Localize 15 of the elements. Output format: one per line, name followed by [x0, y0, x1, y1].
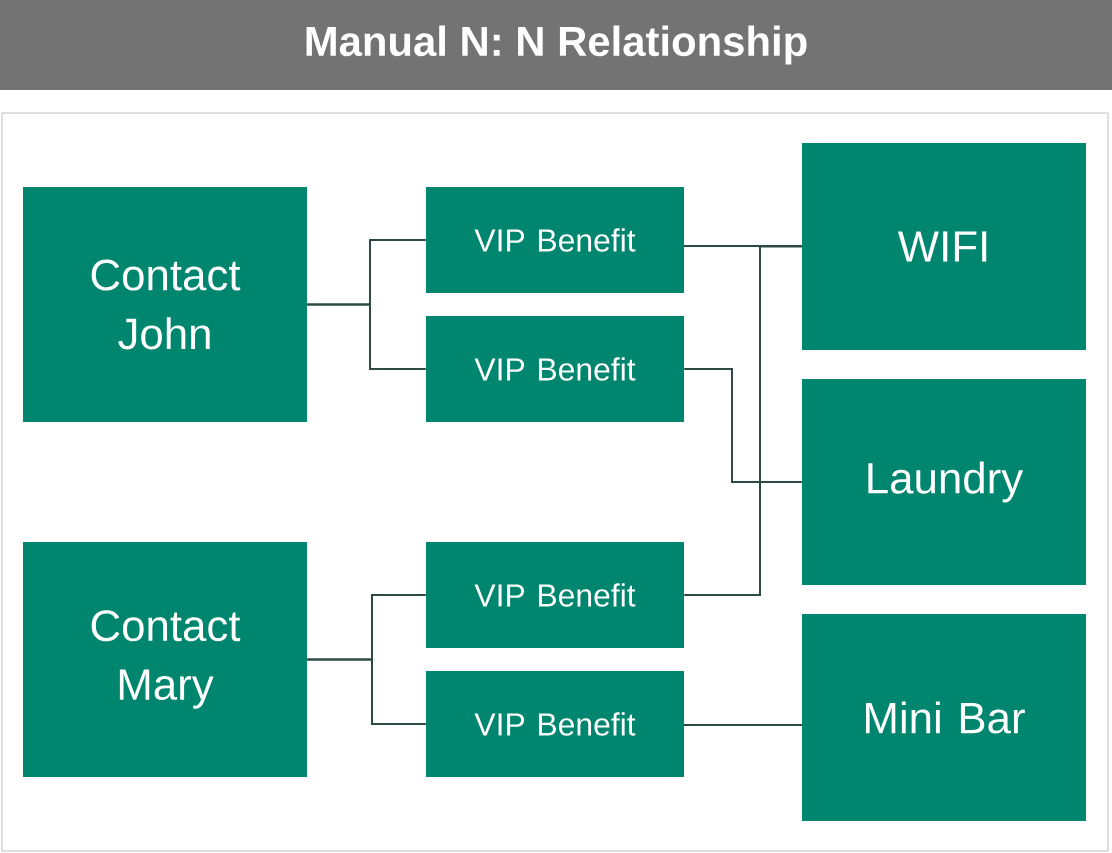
service-box: WIFI [802, 143, 1086, 350]
title-bar: Manual N: N Relationship [0, 0, 1112, 90]
contact-box: Contact Mary [23, 542, 307, 777]
contact-box: Contact John [23, 187, 307, 422]
benefit-box: VIP Benefit [426, 542, 684, 648]
connector-line [306, 303, 427, 370]
service-box: Laundry [802, 379, 1086, 585]
connector-line [683, 245, 803, 596]
connector-line [306, 658, 427, 725]
connector-line [683, 724, 803, 726]
service-box: Mini Bar [802, 614, 1086, 821]
benefit-box: VIP Benefit [426, 671, 684, 777]
connector-line [683, 368, 803, 483]
benefit-box: VIP Benefit [426, 316, 684, 422]
benefit-box: VIP Benefit [426, 187, 684, 293]
